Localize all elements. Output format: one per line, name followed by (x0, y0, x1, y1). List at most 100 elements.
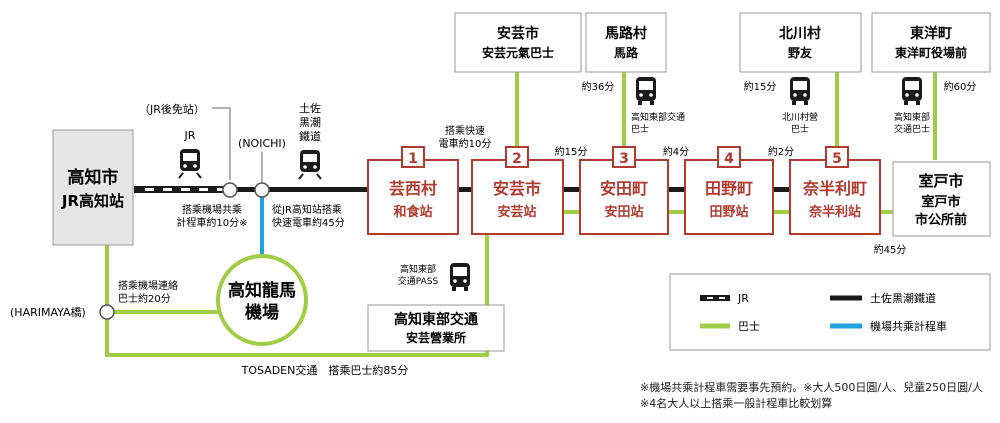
station-2-num: 2 (512, 151, 522, 167)
muroto-time: 約45分 (874, 243, 907, 256)
toyo-note-1: 高知東部 (894, 111, 930, 123)
rapid-note-1: 從JR高知站搭乘 (272, 203, 342, 216)
dest-kitagawa-1: 北川村 (779, 25, 821, 42)
station-1-num: 1 (408, 151, 418, 167)
dest-umaji: 馬路村 馬路 (585, 12, 667, 73)
jr-gomen-label: （JR後免站） (139, 102, 205, 116)
time-3-4: 約4分 (663, 145, 689, 158)
umaji-bus-icon (636, 77, 656, 105)
toyo-time: 約60分 (944, 80, 977, 93)
tosaden-note: TOSADEN交通 搭乘巴士約85分 (241, 363, 409, 377)
station-5-name1: 奈半利町 (802, 179, 867, 198)
station-3-num: 3 (619, 151, 629, 167)
station-2-name2: 安芸站 (497, 204, 536, 220)
legend-tosa: 土佐黑潮鐵道 (870, 291, 936, 305)
legend-jr-swatch (700, 295, 730, 301)
station-4-name1: 田野町 (705, 179, 753, 198)
footnote-1: ※機場共乘計程車需要事先預約。※大人500日圓/人、兒童250日圓/人 (640, 381, 983, 394)
legend-box (669, 273, 991, 351)
station-3-name1: 安田町 (600, 179, 648, 198)
umaji-time: 約36分 (582, 80, 615, 93)
tosa-label-1: 土佐 (299, 101, 321, 115)
station-4-num-box (717, 146, 741, 168)
time-4-5: 約2分 (768, 145, 794, 158)
dest-kitagawa: 北川村 野友 (739, 12, 862, 73)
aki-office-box (367, 304, 505, 352)
kitagawa-bus-icon (790, 77, 810, 105)
dest-umaji-1: 馬路村 (605, 25, 647, 42)
jr-gomen-leader (212, 107, 231, 180)
pass-note-1: 高知東部 (400, 263, 436, 275)
harimaya-label: (HARIMAYA橋) (10, 305, 86, 319)
station-1-num-box (401, 146, 425, 168)
legend-taxi: 機場共乘計程車 (870, 319, 947, 333)
airport-circle (216, 254, 308, 346)
footnote-2: ※4名大人以上搭乘一般計程車比較划算 (640, 397, 833, 410)
jr-train-icon (178, 148, 202, 179)
umaji-note-2: 巴士 (631, 123, 649, 135)
dest-toyo-1: 東洋町 (910, 25, 952, 42)
dest-umaji-2: 馬路 (614, 45, 639, 60)
jr-label: JR (184, 129, 196, 142)
station-3-num-box (612, 146, 636, 168)
toyo-bus-icon (902, 77, 922, 105)
station-1-name2: 和食站 (393, 204, 432, 220)
tosa-label-2: 黑潮 (299, 115, 321, 129)
station-2-num-box (505, 146, 529, 168)
station-1-name1: 芸西村 (389, 179, 437, 198)
airport-taxi-note-1: 搭乘機場共乘 (182, 203, 242, 216)
kitagawa-time: 約15分 (744, 80, 777, 93)
station-1: 1 芸西村 和食站 (367, 146, 459, 235)
dest-aki-genki-1: 安芸市 (497, 25, 539, 42)
umaji-note-1: 高知東部交通 (631, 111, 685, 123)
rapid-geisei-note-2: 電車約10分 (439, 137, 492, 150)
airport-label-2: 機場 (245, 302, 279, 323)
jr-gomen-stop (222, 182, 238, 198)
station-4: 4 田野町 田野站 (684, 146, 774, 235)
muroto-label-2: 室戸市 (921, 194, 960, 210)
dest-toyo: 東洋町 東洋町役場前 (871, 12, 991, 73)
time-2-3: 約15分 (555, 145, 588, 158)
muroto-label-1: 室戸市 (918, 172, 963, 190)
station-3: 3 安田町 安田站 (579, 146, 669, 235)
noichi-label: (NOICHI) (238, 137, 286, 150)
muroto-label-3: 市公所前 (915, 212, 967, 228)
station-2-name1: 安芸市 (493, 179, 541, 198)
tosa-label-3: 鐵道 (299, 129, 321, 143)
dest-aki-genki: 安芸市 安芸元氣巴士 (454, 12, 582, 73)
harimaya-stop (99, 304, 115, 320)
station-3-name2: 安田站 (604, 204, 643, 220)
station-5-num: 5 (832, 151, 842, 167)
pass-bus-icon (450, 263, 470, 291)
airport-bus-note-2: 巴士約20分 (118, 292, 171, 305)
station-5-name2: 奈半利站 (808, 204, 861, 220)
airport-taxi-note-2: 計程車約10分※ (176, 216, 247, 229)
station-5: 5 奈半利町 奈半利站 (789, 146, 881, 235)
aki-office-1: 高知東部交通 (394, 311, 478, 328)
aki-office-2: 安芸營業所 (406, 330, 466, 345)
kochi-city-label: 高知市 (68, 167, 119, 188)
rapid-note-2: 快速電車約45分 (272, 216, 345, 229)
noichi-stop (254, 182, 270, 198)
toyo-note-2: 交通巴士 (894, 123, 930, 135)
pass-note-2: 交通PASS (398, 275, 439, 287)
rapid-geisei-note-1: 搭乘快速 (445, 124, 485, 137)
dest-toyo-2: 東洋町役場前 (895, 45, 967, 60)
kitagawa-note-2: 巴士 (791, 123, 809, 135)
kitagawa-note-1: 北川村營 (782, 111, 818, 123)
dest-kitagawa-2: 野友 (788, 45, 812, 60)
legend-jr: JR (737, 292, 749, 305)
airport-label-1: 高知龍馬 (228, 280, 296, 301)
kochi-station-label: JR高知站 (61, 192, 124, 210)
kochi-station-box (52, 129, 134, 246)
muroto-box (892, 161, 991, 237)
airport-bus-note-1: 搭乘機場連絡 (118, 279, 178, 292)
station-4-num: 4 (724, 151, 734, 167)
dest-aki-genki-2: 安芸元氣巴士 (482, 45, 554, 60)
station-2: 2 安芸市 安芸站 (471, 146, 564, 235)
tosa-train-icon (298, 149, 322, 180)
station-4-name2: 田野站 (709, 204, 748, 220)
station-5-num-box (825, 146, 849, 168)
